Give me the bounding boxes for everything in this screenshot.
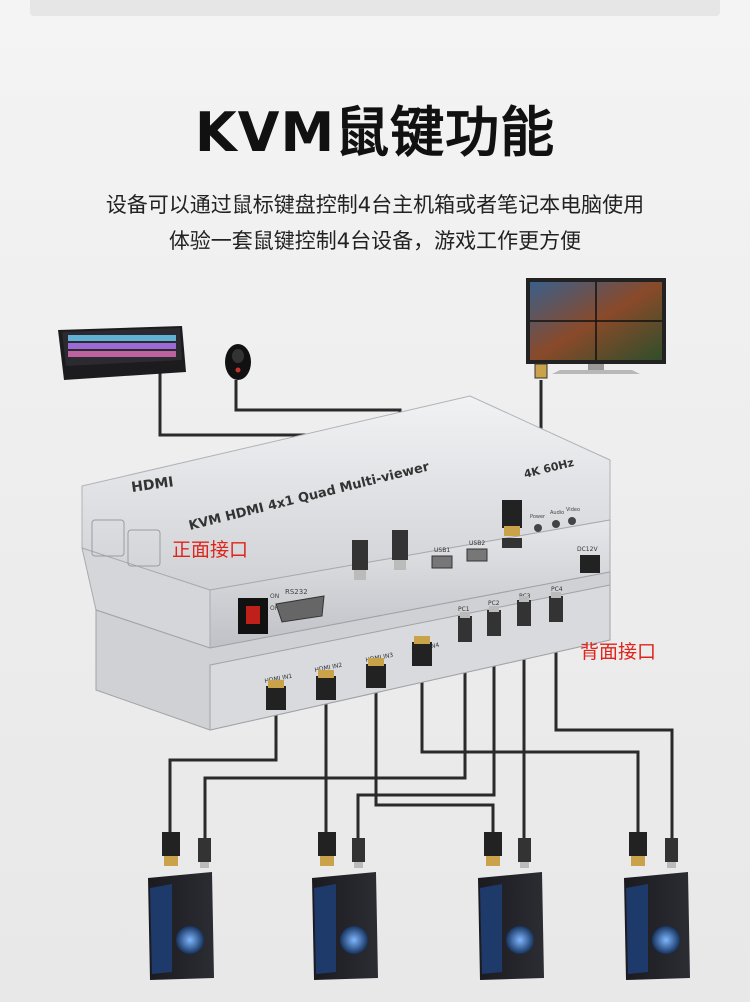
rs232-port[interactable]: RS232 (275, 588, 325, 623)
pc4-usb-plug-end (665, 838, 678, 868)
pc3-hdmi-plug (484, 832, 502, 866)
pc1-usb-cable (203, 640, 467, 838)
dc-label: DC12V (577, 546, 598, 553)
pc2-usb-cable (356, 640, 496, 838)
dc-power-jack[interactable]: DC12V (577, 546, 600, 573)
hdmi-in3-plug (366, 658, 386, 688)
monitor-icon (526, 278, 666, 379)
power-switch-off-label: OFF (270, 605, 282, 612)
back-panel (209, 584, 611, 731)
audio-button[interactable] (552, 520, 560, 528)
connectors (266, 500, 563, 710)
pc3-usb-plug-end (518, 838, 531, 868)
pc3-usb-plug (517, 596, 531, 626)
hdmi-logo: HDMI (130, 474, 174, 496)
description-line-1: 设备可以通过鼠标键盘控制4台主机箱或者笔记本电脑使用 (105, 193, 645, 217)
description-line-2: 体验一套鼠键控制4台设备，游戏工作更方便 (168, 229, 582, 253)
pc1-usb-plug-end (198, 838, 211, 868)
pc-tower-1 (148, 832, 214, 980)
pc1-hdmi-plug (162, 832, 180, 866)
pc2-hdmi-plug (318, 832, 336, 866)
power-button-label: Power (530, 514, 546, 520)
keyboard-keys (68, 335, 176, 357)
pc4-hdmi-cable (420, 665, 640, 832)
pc2-usb-plug-end (352, 838, 365, 868)
monitor-quad-screens (530, 282, 662, 360)
front-usb-2-label: USB2 (469, 540, 485, 547)
pc-tower-2 (312, 832, 378, 980)
front-interface-callout: 正面接口 (172, 539, 249, 561)
hdmi-out-port[interactable] (502, 538, 522, 548)
pc-tower-3 (478, 832, 544, 980)
pc4-label: PC4 (551, 586, 563, 593)
keyboard-usb-plug (352, 540, 368, 580)
hdmi-in2-plug (316, 670, 336, 700)
monitor-hdmi-plug (502, 500, 522, 536)
pc1-label: PC1 (458, 606, 470, 613)
pc2-label: PC2 (488, 600, 500, 607)
front-usb-port-1[interactable]: USB1 (431, 547, 453, 569)
kvm-device: HDMI KVM HDMI 4x1 Quad Multi-viewer 4K 6… (81, 395, 611, 731)
front-usb-1-label: USB1 (434, 547, 450, 554)
video-button-label: Video (566, 507, 580, 513)
power-switch[interactable]: ON OFF (238, 593, 282, 634)
front-usb-port-2[interactable]: USB2 (466, 540, 488, 562)
hdmi-in1-plug (266, 680, 286, 710)
pc2-usb-plug (487, 606, 501, 636)
pc4-usb-cable (554, 625, 674, 838)
pc1-hdmi-cable (168, 702, 278, 832)
power-button[interactable] (534, 524, 542, 532)
power-switch-on-label: ON (270, 593, 279, 600)
pc1-usb-plug (458, 612, 472, 642)
page-title: KVM鼠键功能 (194, 101, 556, 164)
pc4-hdmi-plug (629, 832, 647, 866)
hdmi-in4-plug (412, 636, 432, 666)
back-interface-callout: 背面接口 (580, 641, 657, 663)
top-bar (30, 0, 720, 16)
keyboard-icon (58, 326, 186, 380)
video-button[interactable] (568, 517, 576, 525)
audio-button-label: Audio (550, 510, 564, 516)
mouse-usb-plug (392, 530, 408, 570)
fan-vents (91, 519, 161, 567)
pc4-usb-plug (549, 592, 563, 622)
mouse-icon (225, 344, 251, 380)
front-buttons: Power Audio Video (530, 507, 580, 532)
rs232-label: RS232 (285, 588, 308, 596)
pc-tower-4 (624, 832, 690, 980)
pc3-hdmi-cable (374, 690, 495, 832)
